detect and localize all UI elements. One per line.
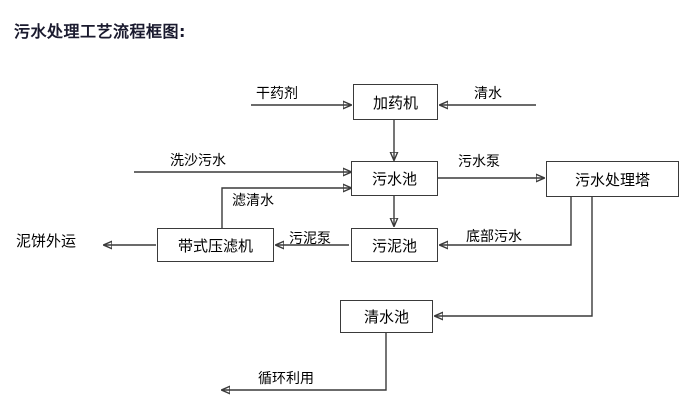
node-sludge-pool[interactable]: 污泥池 bbox=[351, 228, 438, 262]
page-title: 污水处理工艺流程框图: bbox=[14, 22, 186, 41]
node-label: 加药机 bbox=[372, 93, 418, 112]
node-label: 污水池 bbox=[371, 170, 417, 188]
edge-label-filtrate: 滤清水 bbox=[232, 193, 274, 209]
node-label: 污泥池 bbox=[371, 236, 417, 255]
wire-tower-to-clear bbox=[435, 197, 593, 316]
edge-label-recycle: 循环利用 bbox=[258, 371, 314, 387]
terminal-label-mud-cake-out: 泥饼外运 bbox=[16, 232, 77, 250]
edge-label-sewage-pump: 污水泵 bbox=[458, 154, 500, 170]
edge-label-dry-agent: 干药剂 bbox=[256, 86, 298, 102]
node-label: 带式压滤机 bbox=[177, 236, 253, 255]
node-clear-water-pool[interactable]: 清水池 bbox=[340, 300, 433, 333]
node-sewage-pool[interactable]: 污水池 bbox=[351, 161, 438, 196]
node-label: 污水处理塔 bbox=[574, 170, 650, 189]
node-label: 清水池 bbox=[363, 308, 409, 326]
edge-label-clean-water-in: 清水 bbox=[474, 86, 502, 102]
node-treatment-tower[interactable]: 污水处理塔 bbox=[546, 161, 679, 197]
wire-recycle bbox=[222, 333, 387, 390]
edge-label-sludge-pump: 污泥泵 bbox=[289, 231, 331, 247]
wire-filtrate bbox=[221, 188, 351, 228]
edge-label-sand-wash: 洗沙污水 bbox=[170, 153, 226, 169]
wire-bottom-sewage bbox=[440, 197, 572, 245]
edge-label-bottom-sewage: 底部污水 bbox=[466, 229, 522, 245]
node-belt-filter-press[interactable]: 带式压滤机 bbox=[157, 228, 274, 262]
node-dosing-machine[interactable]: 加药机 bbox=[353, 84, 438, 120]
